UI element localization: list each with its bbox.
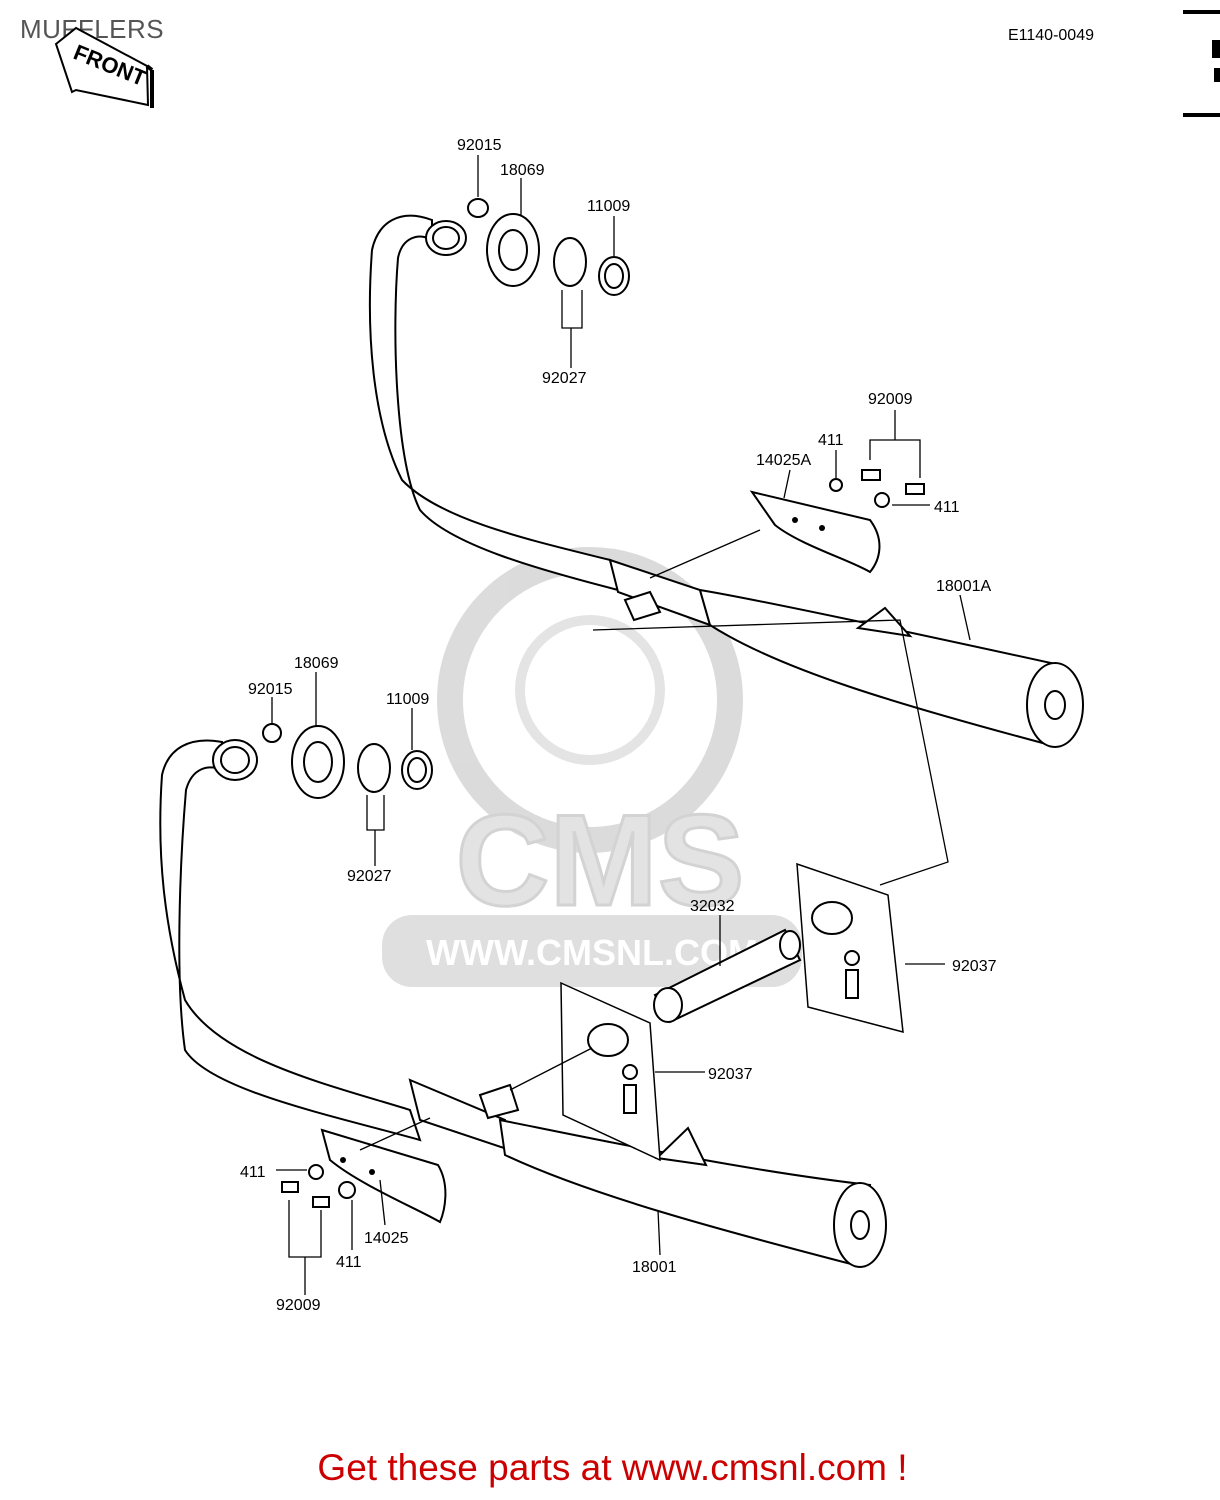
upper-heat-shield-14025A [749, 490, 881, 574]
watermark-brand: CMS [456, 787, 745, 933]
lower-nut-92015 [262, 723, 282, 743]
label-lower-92027: 92027 [347, 868, 392, 885]
label-lower-32032: 32032 [690, 898, 735, 915]
label-upper-18001A: 18001A [936, 578, 991, 595]
label-lower-411-a: 411 [240, 1164, 266, 1181]
purchase-cta-link[interactable]: Get these parts at www.cmsnl.com ! [317, 1447, 908, 1488]
upper-gasket-11009 [598, 256, 630, 296]
upper-split-ring-92027 [553, 237, 587, 287]
front-direction-icon: FRONT [54, 26, 154, 108]
label-lower-18069: 18069 [294, 655, 339, 672]
lower-gasket-11009 [401, 750, 433, 790]
label-lower-92037-a: 92037 [952, 958, 997, 975]
label-upper-14025A: 14025A [756, 452, 811, 469]
upper-bolts-92009 [829, 469, 925, 508]
lower-clamp-92037-right [796, 862, 904, 1034]
lower-connector-pipe-32032 [653, 928, 802, 1024]
part-labels: 92015 18069 11009 92027 92009 411 14025A… [240, 137, 997, 1314]
lower-heat-shield-14025 [320, 1128, 447, 1224]
label-lower-411-b: 411 [336, 1254, 362, 1271]
label-lower-92037-b: 92037 [708, 1066, 753, 1083]
lower-clamp-92037-left [560, 981, 661, 1162]
lower-split-ring-92027 [357, 743, 391, 793]
label-lower-18001: 18001 [632, 1259, 677, 1276]
watermark-url: WWW.CMSNL.COM [426, 932, 758, 973]
upper-nut-92015 [467, 198, 489, 218]
label-lower-92015: 92015 [248, 681, 293, 698]
label-lower-14025: 14025 [364, 1230, 409, 1247]
label-upper-92009: 92009 [868, 391, 913, 408]
label-lower-92009: 92009 [276, 1297, 321, 1314]
label-upper-92015: 92015 [457, 137, 502, 154]
label-upper-411-b: 411 [934, 499, 960, 516]
diagram-code: E1140-0049 [1008, 27, 1094, 44]
label-upper-411-a: 411 [818, 432, 844, 449]
label-lower-11009: 11009 [386, 691, 429, 708]
label-upper-11009: 11009 [587, 198, 630, 215]
upper-muffler-18001A [698, 588, 1084, 748]
leader-lines [271, 155, 971, 1295]
lower-flange-18069 [291, 725, 345, 799]
side-legend-fragment [1183, 10, 1220, 117]
lower-bolts-92009 [281, 1164, 356, 1208]
lower-muffler-18001 [498, 1118, 887, 1268]
upper-flange-18069 [486, 213, 540, 287]
label-upper-92027: 92027 [542, 370, 587, 387]
label-upper-18069: 18069 [500, 162, 545, 179]
